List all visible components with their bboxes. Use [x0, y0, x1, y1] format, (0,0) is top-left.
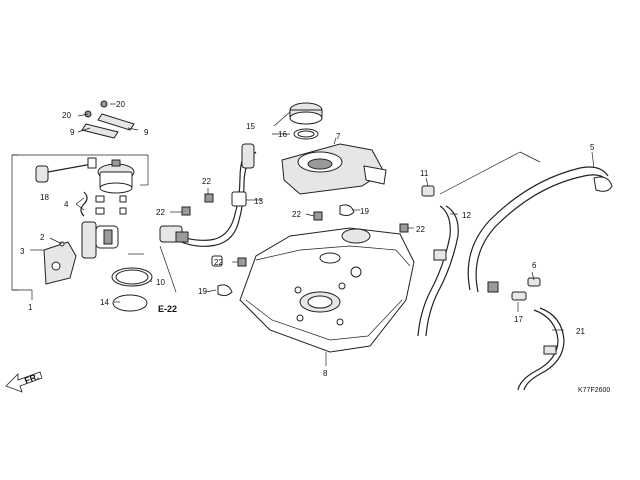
callout-13: 13 — [254, 197, 263, 206]
callout-2: 2 — [40, 233, 45, 242]
hose-joint-17 — [511, 291, 527, 301]
callout-11: 11 — [420, 169, 429, 178]
callout-20a: 20 — [62, 111, 71, 120]
hose-cap-6 — [527, 277, 541, 287]
callout-22e: 22 — [416, 225, 425, 234]
callout-16: 16 — [278, 130, 287, 139]
callout-7: 7 — [336, 132, 341, 141]
fuel-pump-assembly-bracket — [11, 154, 149, 300]
callout-10: 10 — [156, 278, 165, 287]
fuel-cap — [289, 102, 323, 125]
callout-3: 3 — [20, 247, 25, 256]
o-ring-10 — [111, 267, 153, 287]
leader-lines — [30, 103, 595, 366]
reference-label: E-22 — [158, 304, 177, 314]
callout-19b: 19 — [360, 207, 369, 216]
check-valve-11 — [421, 185, 435, 197]
callout-22a: 22 — [202, 177, 211, 186]
callout-5: 5 — [590, 143, 595, 152]
breather-hose-5 — [467, 166, 613, 293]
front-direction-arrow-icon — [5, 371, 43, 393]
fuel-filter-parts — [80, 191, 127, 217]
callout-4: 4 — [64, 200, 69, 209]
callout-1: 1 — [28, 303, 33, 312]
fuel-feed-hose — [159, 143, 257, 267]
callout-14: 14 — [100, 298, 109, 307]
callout-19a: 19 — [198, 287, 207, 296]
fuel-pump-flange — [97, 159, 135, 194]
callout-12: 12 — [462, 211, 471, 220]
breather-hose-12 — [417, 205, 459, 337]
callout-9a: 9 — [70, 128, 75, 137]
callout-21: 21 — [576, 327, 585, 336]
fuel-strainer — [43, 241, 77, 285]
callout-18: 18 — [40, 193, 49, 202]
callout-6: 6 — [532, 261, 537, 270]
callout-22d: 22 — [292, 210, 301, 219]
fuel-filler-neck — [281, 143, 387, 195]
seal-14 — [112, 294, 148, 312]
breather-hose-21 — [517, 307, 565, 391]
fuel-pump — [81, 221, 119, 259]
retainer-plates — [81, 100, 135, 139]
drawing-code: K77F2600 — [578, 387, 610, 394]
fuel-level-sender — [35, 157, 97, 183]
callout-15: 15 — [246, 122, 255, 131]
cap-gasket — [293, 128, 319, 140]
clips-19 — [217, 204, 355, 297]
callout-22c: 22 — [214, 258, 223, 267]
callout-8: 8 — [323, 369, 328, 378]
callout-20b: 20 — [116, 100, 125, 109]
callout-17: 17 — [514, 315, 523, 324]
fuel-tank — [239, 227, 415, 353]
callout-9b: 9 — [144, 128, 149, 137]
callout-22b: 22 — [156, 208, 165, 217]
bolts-22 — [181, 193, 409, 267]
